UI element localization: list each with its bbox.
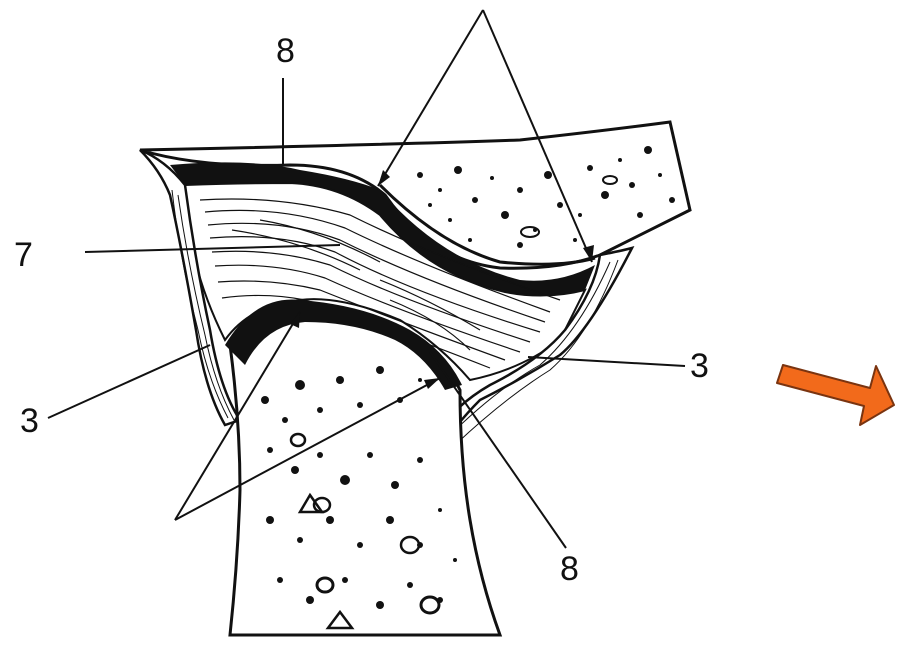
label-8-top: 8 xyxy=(276,32,295,70)
label-3-left: 3 xyxy=(20,402,39,440)
label-3-right: 3 xyxy=(690,347,709,385)
right-arrow-icon[interactable] xyxy=(777,365,894,425)
label-8-bottom: 8 xyxy=(560,550,579,588)
upper-bone-trabeculae xyxy=(417,146,675,248)
label-7: 7 xyxy=(14,236,33,274)
